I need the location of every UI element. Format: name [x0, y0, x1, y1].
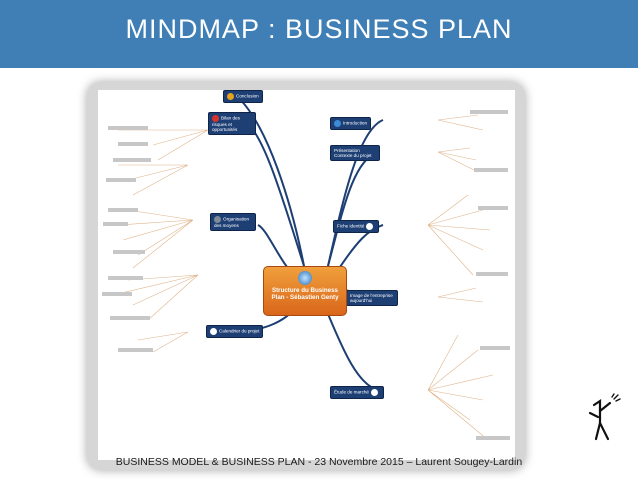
branch-presentation[interactable]: Présentation Contexte du projet — [330, 145, 380, 161]
introduction-icon — [334, 120, 341, 127]
warning-icon — [212, 115, 219, 122]
branch-introduction[interactable]: Introduction — [330, 117, 372, 130]
branch-organisation-label: Organisation des moyens — [214, 216, 250, 228]
conclusion-icon — [227, 93, 234, 100]
branch-risques[interactable]: Bilan des risques et opportunités — [208, 112, 256, 135]
branch-fiche[interactable]: Fiche identité — [333, 220, 380, 233]
stick-figure-icon — [588, 393, 621, 441]
branch-line-introduction — [327, 119, 384, 267]
branch-introduction-label: Introduction — [343, 120, 368, 126]
branch-risques-label: Bilan des risques et opportunités — [212, 115, 240, 132]
branch-presentation-label: Présentation Contexte du projet — [334, 148, 372, 158]
branch-conclusion-label: Conclusion — [236, 93, 259, 99]
branch-synthese-label: Image de l'entreprise aujourd'hui — [350, 293, 393, 303]
logo-icon — [298, 271, 312, 285]
branch-etude-label: Étude de marché — [334, 389, 369, 395]
branch-organisation[interactable]: Organisation des moyens — [210, 213, 256, 231]
central-topic-line1: Structure du Business — [271, 287, 338, 294]
slide-title: MINDMAP : BUSINESS PLAN — [125, 14, 513, 44]
branch-calendrier[interactable]: Calendrier du projet — [206, 325, 264, 338]
branch-etude[interactable]: Étude de marché — [330, 386, 384, 399]
branch-calendrier-label: Calendrier du projet — [219, 328, 260, 334]
branch-fiche-label: Fiche identité — [337, 223, 365, 229]
title-bar: MINDMAP : BUSINESS PLAN — [0, 0, 638, 68]
branch-synthese[interactable]: Image de l'entreprise aujourd'hui — [346, 290, 398, 306]
footer-text: BUSINESS MODEL & BUSINESS PLAN - 23 Nove… — [115, 456, 523, 468]
branch-conclusion[interactable]: Conclusion — [223, 90, 263, 103]
id-card-icon — [366, 223, 374, 230]
central-topic-line2: Plan - Sébastien Genty — [271, 294, 339, 301]
mindmap-canvas: Conclusion Bilan des risques et opportun… — [98, 90, 515, 460]
calendar-icon — [210, 328, 217, 335]
gears-icon — [214, 216, 221, 223]
market-icon — [371, 389, 378, 396]
central-topic[interactable]: Structure du Business Plan - Sébastien G… — [263, 266, 347, 316]
branch-line-conclusion — [232, 92, 305, 267]
branch-line-etude — [327, 313, 379, 391]
